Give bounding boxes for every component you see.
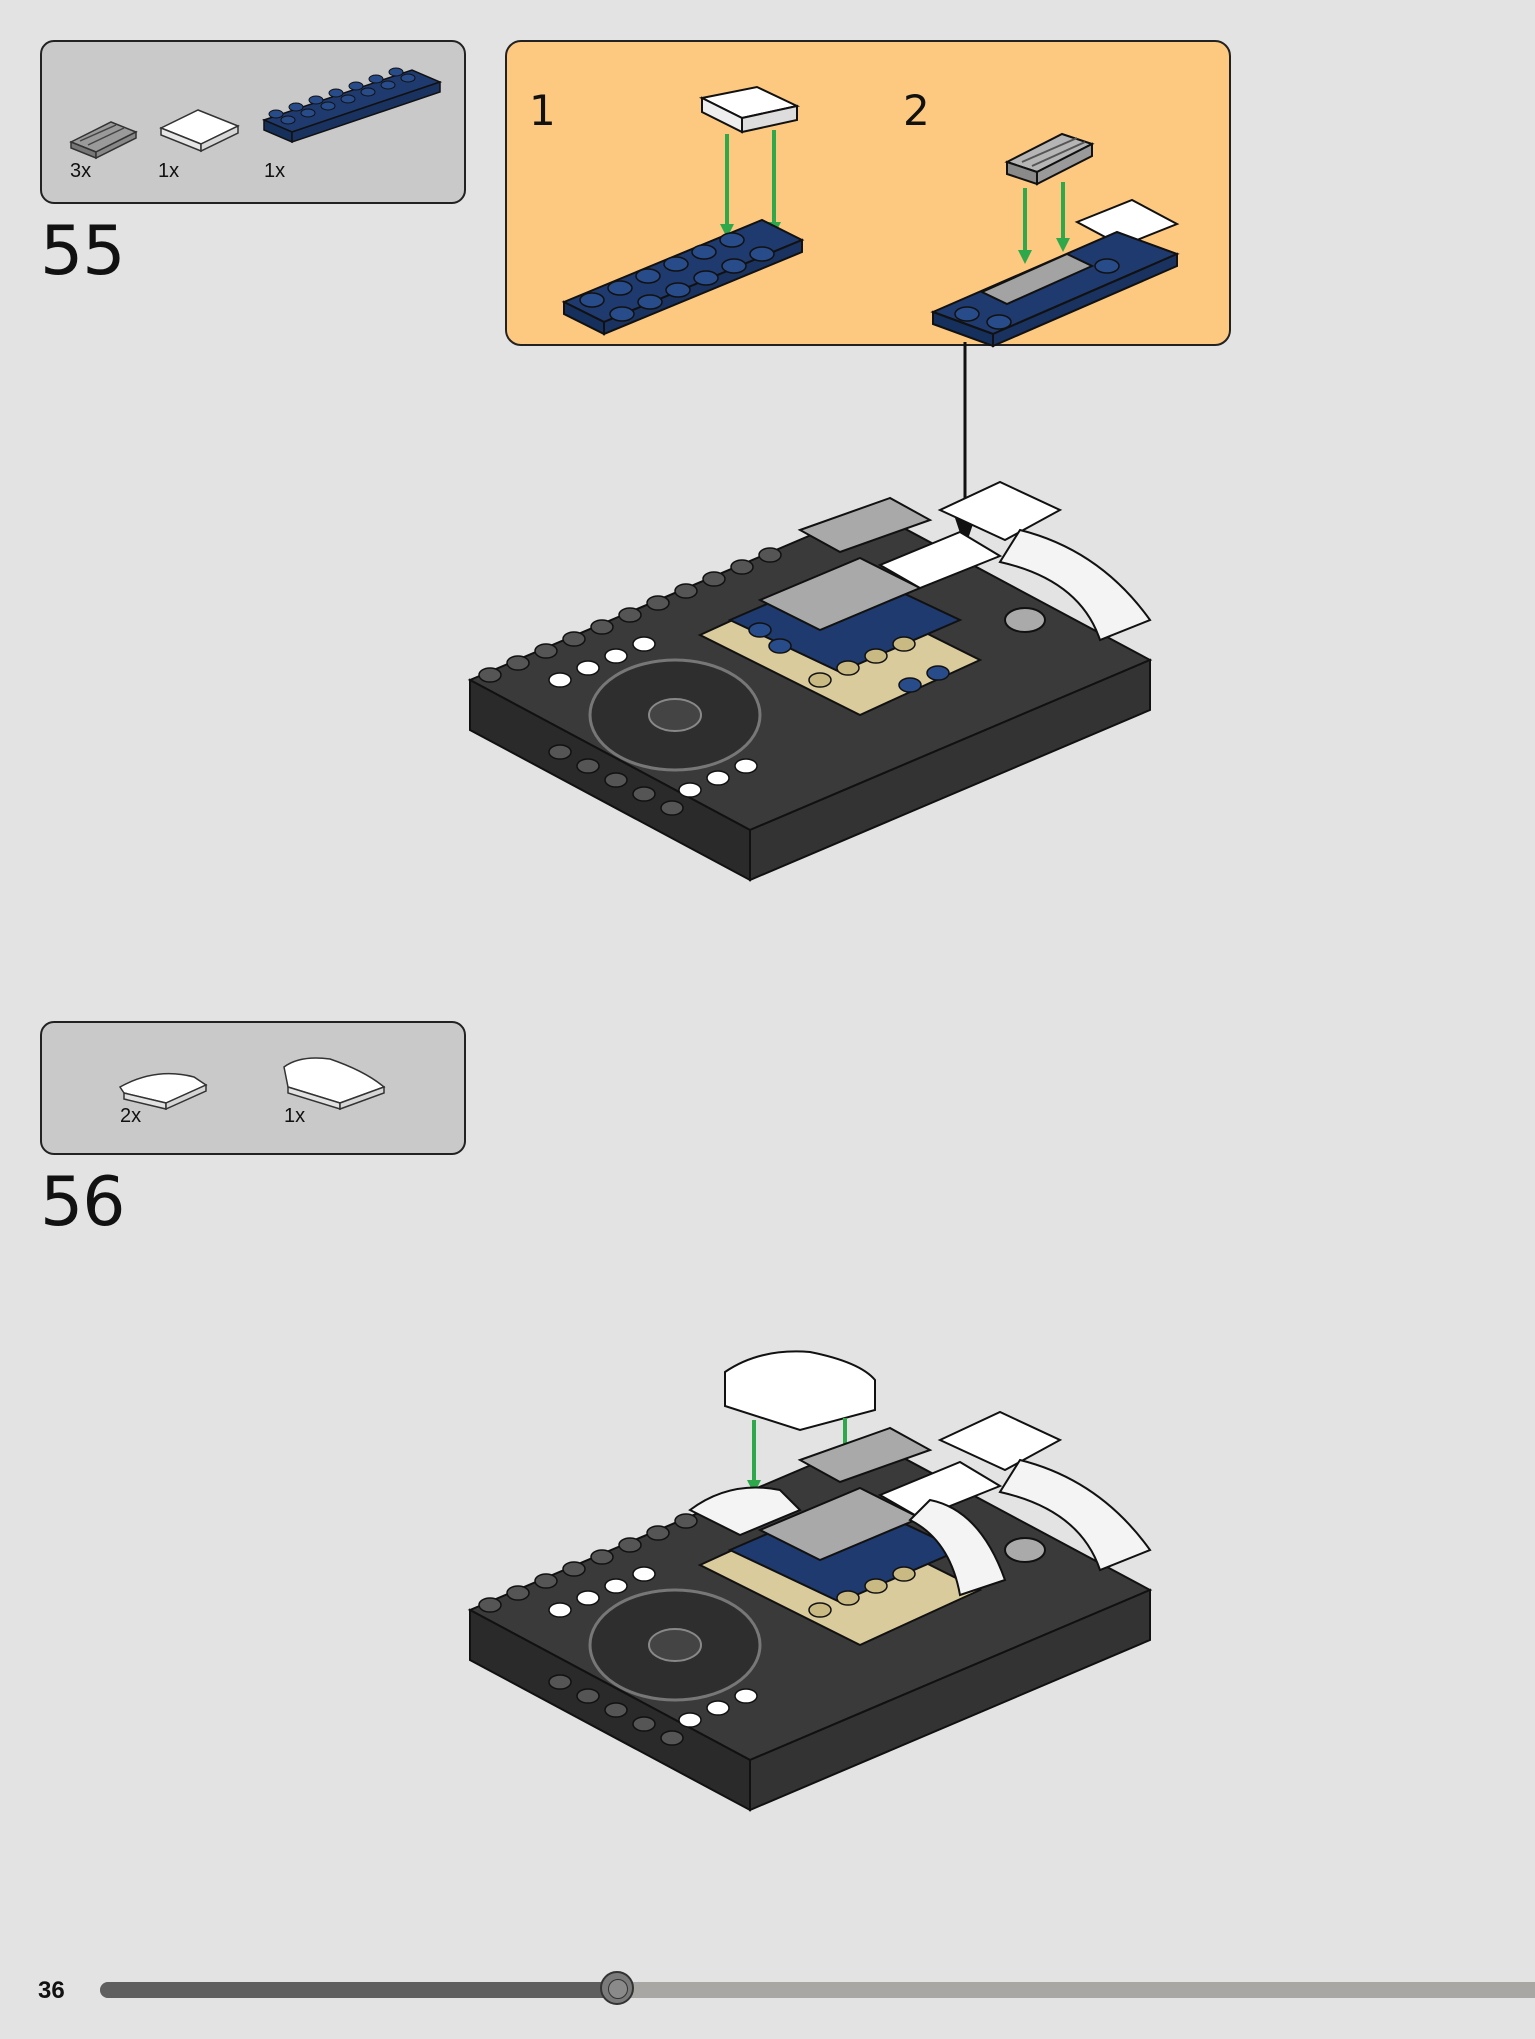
tile-white-icon bbox=[159, 109, 240, 153]
plate-dark-blue-icon bbox=[261, 67, 443, 144]
sub-step-number: 2 bbox=[903, 86, 930, 135]
step-55-model-illustration bbox=[467, 480, 1153, 882]
part-quantity: 3x bbox=[70, 160, 92, 182]
step-56-parts-list: 2x 1x bbox=[40, 1021, 466, 1155]
sub-step-1-illustration bbox=[561, 85, 805, 336]
grille-tile-gray-icon bbox=[69, 121, 138, 160]
part-quantity: 1x bbox=[284, 1105, 306, 1127]
step-56-model-illustration bbox=[467, 1350, 1153, 1812]
sub-step-number: 1 bbox=[529, 86, 556, 135]
page-number: 36 bbox=[38, 1977, 65, 2004]
progress-knob bbox=[600, 1971, 634, 2005]
part-quantity: 2x bbox=[120, 1105, 142, 1127]
sub-assembly-callout: 1 2 bbox=[505, 40, 1231, 348]
progress-fill bbox=[100, 1982, 617, 1998]
part-quantity: 1x bbox=[264, 160, 286, 182]
curved-slope-white-small-icon bbox=[118, 1072, 208, 1111]
step-number: 56 bbox=[40, 1163, 126, 1242]
curved-slope-white-large-icon bbox=[283, 1057, 386, 1111]
sub-step-2-illustration bbox=[930, 132, 1180, 348]
step-55-parts-list: 3x 1x 1x bbox=[40, 40, 466, 204]
progress-track bbox=[100, 1971, 1535, 2005]
step-number: 55 bbox=[40, 212, 126, 291]
part-quantity: 1x bbox=[158, 160, 180, 182]
